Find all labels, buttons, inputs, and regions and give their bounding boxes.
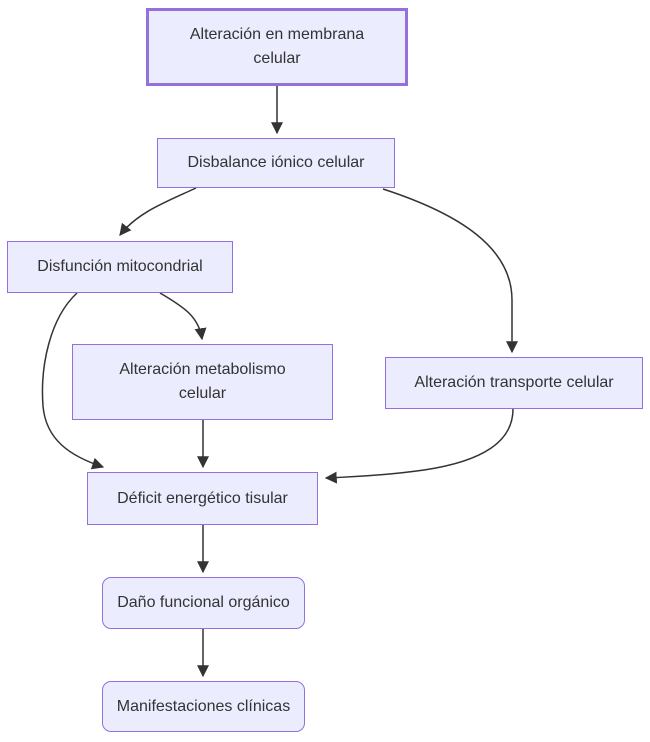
edge-transporte-to-deficit bbox=[324, 408, 514, 484]
node-label: Alteración metabolismo celular bbox=[119, 361, 286, 402]
node-disbalance-ionico-celular: Disbalance iónico celular bbox=[157, 138, 395, 188]
node-alteracion-metabolismo-celular: Alteración metabolismo celular bbox=[72, 344, 333, 420]
node-label: Alteración transporte celular bbox=[414, 374, 614, 391]
node-label: Déficit energético tisular bbox=[117, 489, 288, 507]
edge-mitocondrial-to-deficit bbox=[41, 292, 105, 470]
node-label: Daño funcional orgánico bbox=[117, 594, 290, 611]
node-deficit-energetico-tisular: Déficit energético tisular bbox=[87, 472, 318, 525]
node-dano-funcional-organico: Daño funcional orgánico bbox=[102, 577, 305, 629]
edge-disbalance-to-mitocondrial bbox=[119, 187, 197, 236]
node-label: Manifestaciones clínicas bbox=[116, 697, 291, 715]
edge-disbalance-to-transporte bbox=[382, 188, 518, 354]
node-disfuncion-mitocondrial: Disfunción mitocondrial bbox=[7, 241, 233, 293]
node-alteracion-transporte-celular: Alteración transporte celular bbox=[385, 357, 643, 409]
node-alteracion-membrana-celular: Alteración en membrana celular bbox=[146, 8, 408, 86]
node-label: Disbalance iónico celular bbox=[187, 154, 365, 171]
node-manifestaciones-clinicas: Manifestaciones clínicas bbox=[102, 681, 305, 732]
node-label: Disfunción mitocondrial bbox=[37, 258, 203, 275]
edge-mitocondrial-to-metabolismo bbox=[159, 292, 207, 341]
node-label: Alteración en membrana celular bbox=[189, 26, 365, 67]
